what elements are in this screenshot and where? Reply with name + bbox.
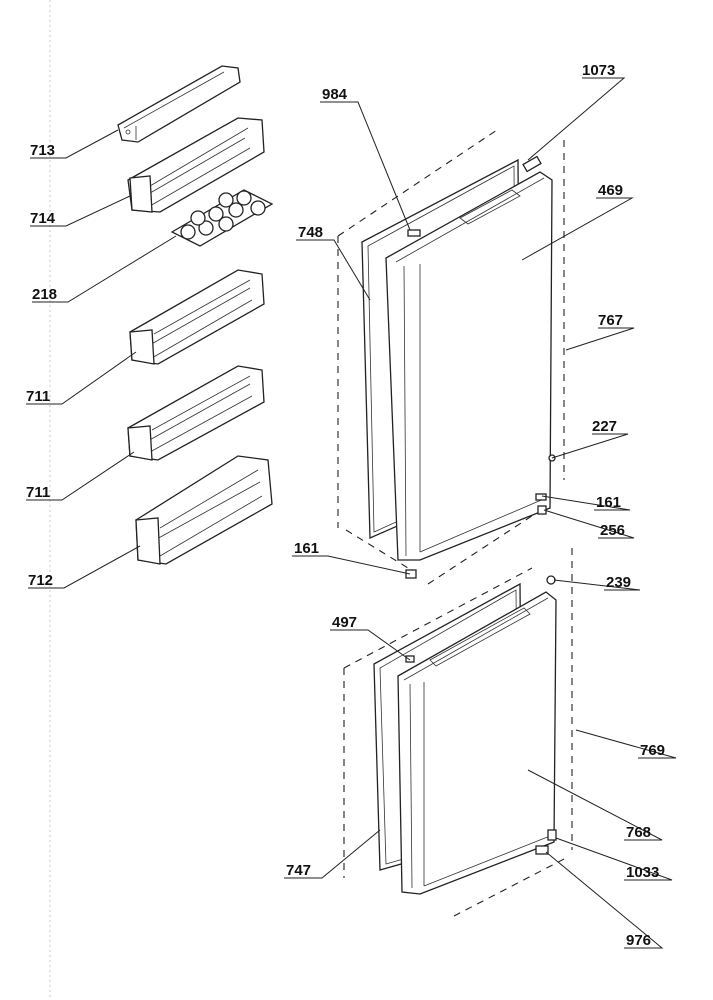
part-1073-hinge-cover <box>522 155 542 173</box>
part-239-screw <box>546 575 556 585</box>
callout-711: 711 <box>26 484 50 501</box>
part-161-bushing-upper <box>535 493 547 501</box>
callout-747: 747 <box>286 862 311 879</box>
assembly-line <box>343 567 533 669</box>
callout-161: 161 <box>596 494 621 511</box>
callout-767: 767 <box>598 312 623 329</box>
callout-497: 497 <box>332 614 357 631</box>
part-768-lower-door <box>397 591 557 895</box>
assembly-line <box>337 127 501 237</box>
part-976-hinge-plate <box>535 845 549 855</box>
callout-1033: 1033 <box>626 864 659 881</box>
assembly-line <box>427 507 545 585</box>
callout-239: 239 <box>606 574 631 591</box>
leader-lines <box>26 77 677 949</box>
callout-218: 218 <box>32 286 57 303</box>
part-713-bottle-retainer <box>117 65 241 143</box>
assembly-line <box>453 857 567 917</box>
callout-976: 976 <box>626 932 651 949</box>
callout-711: 711 <box>26 388 50 405</box>
callout-256: 256 <box>600 522 625 539</box>
callout-748: 748 <box>298 224 323 241</box>
part-714-small-shelf <box>127 117 265 213</box>
part-161-bushing-lower <box>405 569 417 579</box>
callout-1073: 1073 <box>582 62 615 79</box>
callout-768: 768 <box>626 824 651 841</box>
callout-161: 161 <box>294 540 319 557</box>
part-711-shelf-upper <box>129 269 265 365</box>
part-984-cover <box>407 229 421 237</box>
callout-714: 714 <box>30 210 56 227</box>
part-256-hinge-pin <box>537 505 547 515</box>
part-1033-hinge <box>547 829 557 841</box>
callout-712: 712 <box>28 572 53 589</box>
part-469-upper-door <box>385 171 553 561</box>
callout-769: 769 <box>640 742 665 759</box>
callout-984: 984 <box>322 86 348 103</box>
callout-713: 713 <box>30 142 55 159</box>
part-218-egg-tray <box>170 189 274 247</box>
callout-227: 227 <box>592 418 617 435</box>
callout-469: 469 <box>598 182 623 199</box>
part-712-deep-shelf <box>135 455 273 565</box>
part-497-plug <box>405 655 415 663</box>
part-711-shelf-lower <box>127 365 265 461</box>
